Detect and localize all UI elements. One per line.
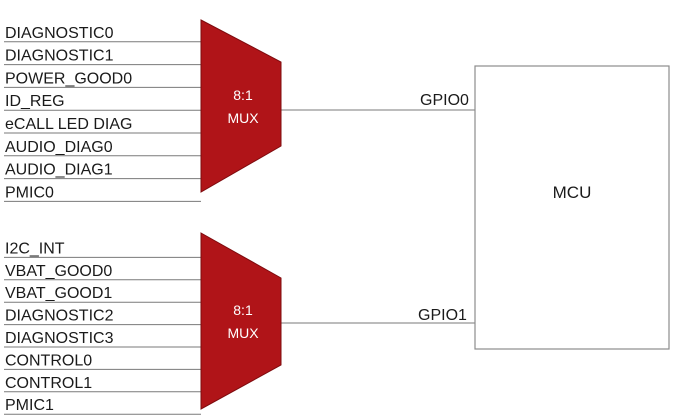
mux-1-ratio-label: 8:1 xyxy=(233,302,253,318)
mcu-label: MCU xyxy=(553,183,592,202)
input-signal-label: I2C_INT xyxy=(5,240,65,257)
mux-0-shape xyxy=(200,19,282,193)
input-signal-label: DIAGNOSTIC3 xyxy=(5,330,114,347)
input-signal-label: ID_REG xyxy=(5,93,65,110)
input-signal-label: eCALL LED DIAG xyxy=(5,116,132,133)
input-signal-label: PMIC1 xyxy=(5,397,54,414)
input-signal-label: POWER_GOOD0 xyxy=(5,70,132,87)
input-signal-label: PMIC0 xyxy=(5,184,54,201)
mux-0-ratio-label: 8:1 xyxy=(233,87,253,103)
input-signal-label: AUDIO_DIAG1 xyxy=(5,162,113,179)
mux-1-shape xyxy=(200,232,282,410)
input-signal-label: VBAT_GOOD0 xyxy=(5,263,112,280)
wires-layer xyxy=(4,41,475,415)
input-signal-label: DIAGNOSTIC0 xyxy=(5,25,114,42)
mcu-layer: MCU xyxy=(474,65,670,350)
gpio1-label: GPIO1 xyxy=(418,307,467,324)
mcu-block xyxy=(474,65,670,350)
input-signal-label: CONTROL0 xyxy=(5,352,92,369)
mux-1-type-label: MUX xyxy=(227,325,259,341)
input-signal-label: VBAT_GOOD1 xyxy=(5,285,112,302)
gpio0-label: GPIO0 xyxy=(420,92,469,109)
mux-0-type-label: MUX xyxy=(227,110,259,126)
input-signal-label: CONTROL1 xyxy=(5,375,92,392)
input-signal-label: AUDIO_DIAG0 xyxy=(5,139,113,156)
input-signal-label: DIAGNOSTIC2 xyxy=(5,308,114,325)
labels-layer: DIAGNOSTIC0DIAGNOSTIC1POWER_GOOD0ID_REGe… xyxy=(5,25,469,414)
input-signal-label: DIAGNOSTIC1 xyxy=(5,48,114,65)
